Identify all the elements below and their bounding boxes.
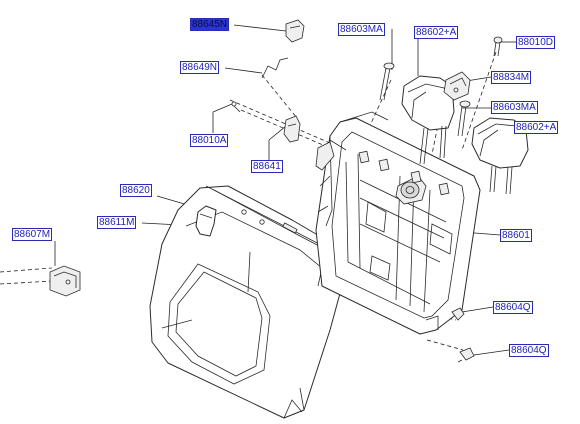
part-label-88604q-upper[interactable]: 88604Q — [493, 301, 533, 314]
part-88607m — [49, 265, 81, 297]
seat-back-cushion — [149, 185, 353, 419]
part-label-88602a-top[interactable]: 88602+A — [414, 26, 459, 39]
part-label-88649n[interactable]: 88649N — [180, 61, 220, 74]
part-label-88645n[interactable]: 88645N — [190, 18, 230, 31]
part-label-88603ma-right[interactable]: 88603MA — [491, 101, 538, 114]
part-label-88604q-lower[interactable]: 88604Q — [509, 344, 549, 357]
part-label-88620[interactable]: 88620 — [120, 184, 152, 197]
seat-back-frame — [315, 111, 481, 335]
part-label-88010d[interactable]: 88010D — [516, 36, 556, 49]
part-label-88611m[interactable]: 88611M — [97, 216, 137, 229]
bracket-88834m — [443, 71, 471, 101]
part-label-88607m[interactable]: 88607M — [12, 228, 53, 241]
part-label-88010a[interactable]: 88010A — [190, 134, 229, 147]
part-label-88834m[interactable]: 88834M — [491, 71, 532, 84]
part-label-88602a-right[interactable]: 88602+A — [514, 121, 559, 134]
pin-88010d — [493, 36, 503, 57]
part-label-88641[interactable]: 88641 — [251, 160, 283, 173]
bolts-88603ma — [379, 62, 471, 137]
part-label-88603ma-top[interactable]: 88603MA — [338, 23, 385, 36]
part-label-88601[interactable]: 88601 — [500, 229, 532, 242]
small-parts-left — [231, 19, 305, 143]
clips-88604q — [451, 307, 475, 363]
